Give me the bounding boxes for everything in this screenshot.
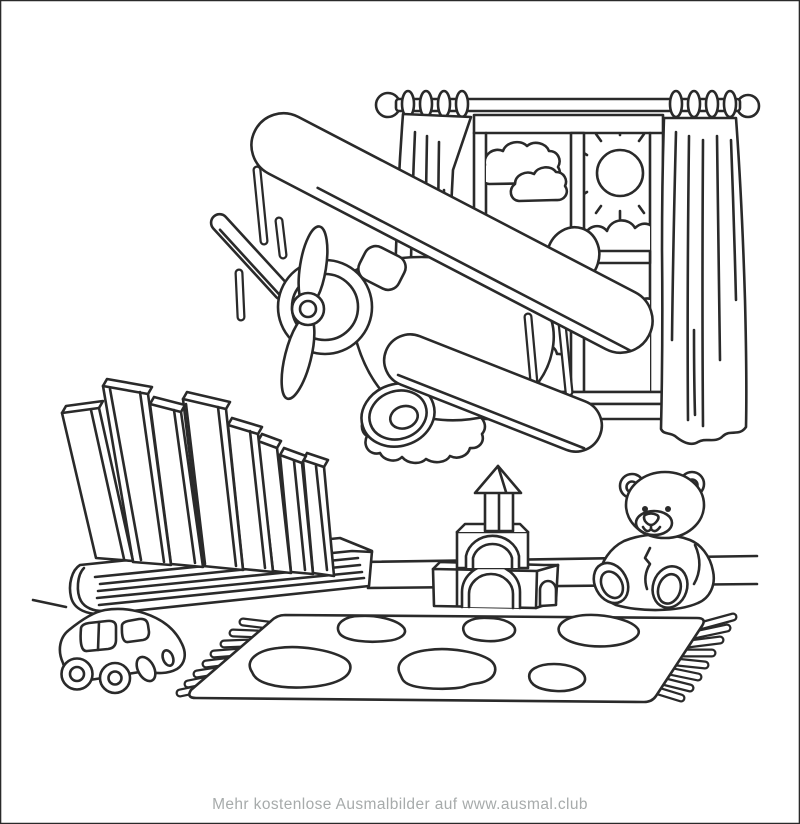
teddy-arm-line [692, 543, 701, 586]
car-window [120, 617, 151, 644]
standing-books [60, 377, 336, 578]
teddy-nose [642, 512, 660, 527]
biplane [209, 111, 654, 453]
teddy-foot-right [651, 565, 689, 609]
car-wheels [60, 657, 132, 695]
block-castle [431, 464, 560, 610]
teddy-eye-left [642, 506, 648, 512]
rug-spots [248, 613, 641, 693]
lower-wing [382, 333, 604, 453]
bookshelf [60, 377, 374, 616]
teddy-bear [592, 470, 716, 612]
cockpit-windshield [357, 244, 407, 292]
rug-fringe [175, 612, 738, 703]
teddy-foot-left [592, 561, 630, 605]
toy-car [58, 607, 187, 695]
teddy-eye-right [665, 506, 671, 512]
caption: Mehr kostenlose Ausmalbilder auf www.aus… [212, 796, 588, 813]
teddy-muzzle [634, 509, 674, 537]
teddy-belly-seam [643, 546, 652, 591]
car-headlight [161, 648, 175, 668]
wheel [360, 382, 436, 448]
play-rug [175, 612, 738, 704]
top-wing [250, 111, 654, 355]
wing-struts-left [234, 165, 288, 322]
block-window [538, 579, 558, 608]
block-roof [473, 464, 523, 495]
curtain-right [659, 116, 748, 446]
propeller [280, 225, 329, 401]
teddy-mouth [641, 525, 662, 533]
